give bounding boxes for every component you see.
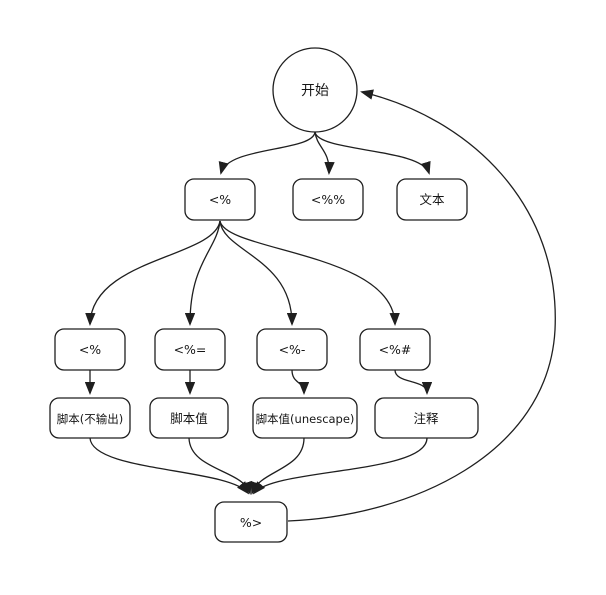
out-value-label: 脚本值 [170,411,208,426]
tag-close-label: %> [240,515,262,530]
node-out-script: 脚本(不输出) [49,397,131,439]
tag-open-label: <% [209,192,231,207]
mode-value-label: <%= [174,342,207,357]
start-circle [272,47,358,133]
edge-out-comment-to-tag-close [252,437,428,495]
mode-unescape-box [256,328,328,371]
node-out-value: 脚本值 [149,397,229,439]
node-mode-unescape: <%- [256,328,328,371]
text-label: 文本 [419,192,445,207]
node-mode-script: <% [54,328,126,371]
tag-close-box [214,501,288,543]
mode-unescape-label: <%- [279,342,306,357]
mode-comment-label: <%# [379,342,412,357]
edge-tag-open-to-mode-comment [219,220,400,326]
out-comment-box [374,397,479,439]
out-script-box [49,397,131,439]
out-unescape-label: 脚本值(unescape) [256,412,355,426]
node-tag-literal: <%% [292,178,364,221]
out-comment-label: 注释 [413,411,439,426]
out-script-label: 脚本(不输出) [57,412,123,426]
edge-out-script-to-tag-close [89,437,250,495]
out-value-box [149,397,229,439]
mode-script-label: <% [79,342,101,357]
edge-out-unescape-to-tag-close [250,437,305,495]
mode-value-box [154,328,226,371]
tag-literal-box [292,178,364,221]
mode-script-box [54,328,126,371]
mode-comment-box [359,328,431,371]
edge-tag-open-to-mode-value [184,220,221,326]
edge-tag-close-to-start [287,89,556,522]
node-mode-comment: <%# [359,328,431,371]
edge-start-to-tag-open [218,131,316,175]
edge-mode-comment-to-out-comment [394,369,433,395]
tag-literal-label: <%% [311,192,345,207]
edge-out-value-to-tag-close [188,437,252,495]
node-out-unescape: 脚本值(unescape) [252,397,358,439]
node-out-comment: 注释 [374,397,479,439]
edge-mode-unescape-to-out-unescape [291,369,310,395]
out-unescape-box [252,397,358,439]
edge-tag-open-to-mode-script [85,220,221,326]
node-text: 文本 [396,178,468,221]
node-tag-close: %> [214,501,288,543]
node-tag-open: <% [184,178,256,221]
edge-start-to-text [314,131,431,175]
edge-start-to-tag-literal [314,131,335,175]
edges [84,89,556,522]
start-label: 开始 [301,83,329,99]
text-box [396,178,468,221]
edge-tag-open-to-mode-unescape [219,220,298,326]
node-start: 开始 [272,47,358,133]
tag-open-box [184,178,256,221]
node-mode-value: <%= [154,328,226,371]
